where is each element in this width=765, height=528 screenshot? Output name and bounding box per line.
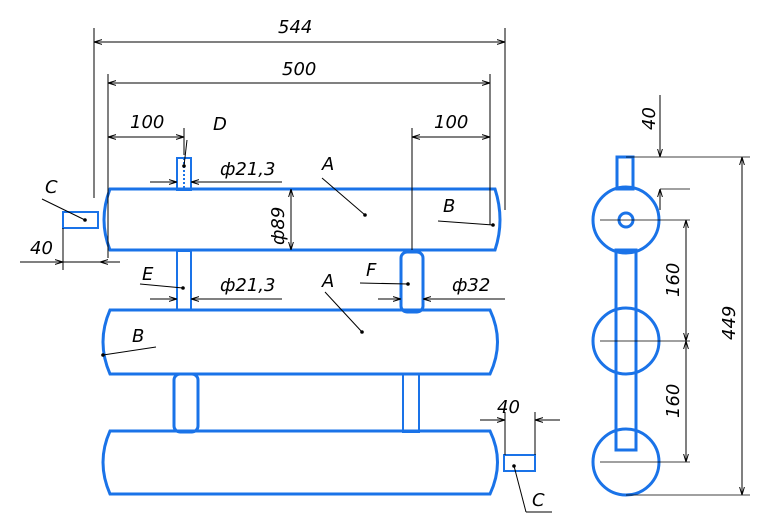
- dim-body-length: 500: [282, 59, 316, 80]
- left-stub-c: [62, 211, 99, 229]
- label-e: E: [142, 264, 154, 285]
- dim-top-stub: 40: [639, 107, 660, 130]
- connector-f: [399, 250, 425, 314]
- front-view: 544 500 100 100 ф89 ф21,3 ф21,3 ф32: [20, 17, 560, 513]
- side-view: 40 160 160 449: [591, 95, 750, 497]
- connector-e: [176, 250, 192, 311]
- lower-connector-left: [172, 372, 200, 434]
- lower-connector-right: [402, 373, 420, 433]
- label-b-top: B: [443, 196, 455, 217]
- dim-stub-left: 40: [30, 238, 53, 259]
- top-header-pipe: [102, 187, 502, 252]
- dim-diameter-top-nozzle: ф21,3: [220, 159, 275, 180]
- label-c-left: C: [45, 177, 58, 198]
- middle-header-pipe: [101, 308, 499, 376]
- label-a-middle: A: [321, 271, 334, 292]
- bottom-header-pipe: [101, 429, 499, 496]
- dim-diameter-big-nozzle: ф32: [452, 275, 490, 296]
- side-connector-pipe: [614, 248, 638, 452]
- dim-pitch-lower: 160: [663, 384, 684, 418]
- label-f: F: [366, 260, 377, 281]
- side-top-stub: [615, 155, 635, 191]
- dim-overall-length: 544: [278, 17, 312, 38]
- right-stub-c: [503, 454, 536, 472]
- label-d: D: [213, 114, 227, 135]
- dim-diameter-body: ф89: [268, 207, 289, 245]
- dim-pitch-upper: 160: [663, 263, 684, 297]
- label-c-right: C: [532, 490, 545, 511]
- label-a-top: A: [321, 154, 334, 175]
- label-b-middle: B: [132, 326, 144, 347]
- dim-offset-right: 100: [434, 112, 468, 133]
- dim-stub-right: 40: [497, 397, 520, 418]
- dim-offset-left: 100: [130, 112, 164, 133]
- dim-diameter-mid-nozzle: ф21,3: [220, 275, 275, 296]
- dim-overall-height: 449: [719, 306, 740, 340]
